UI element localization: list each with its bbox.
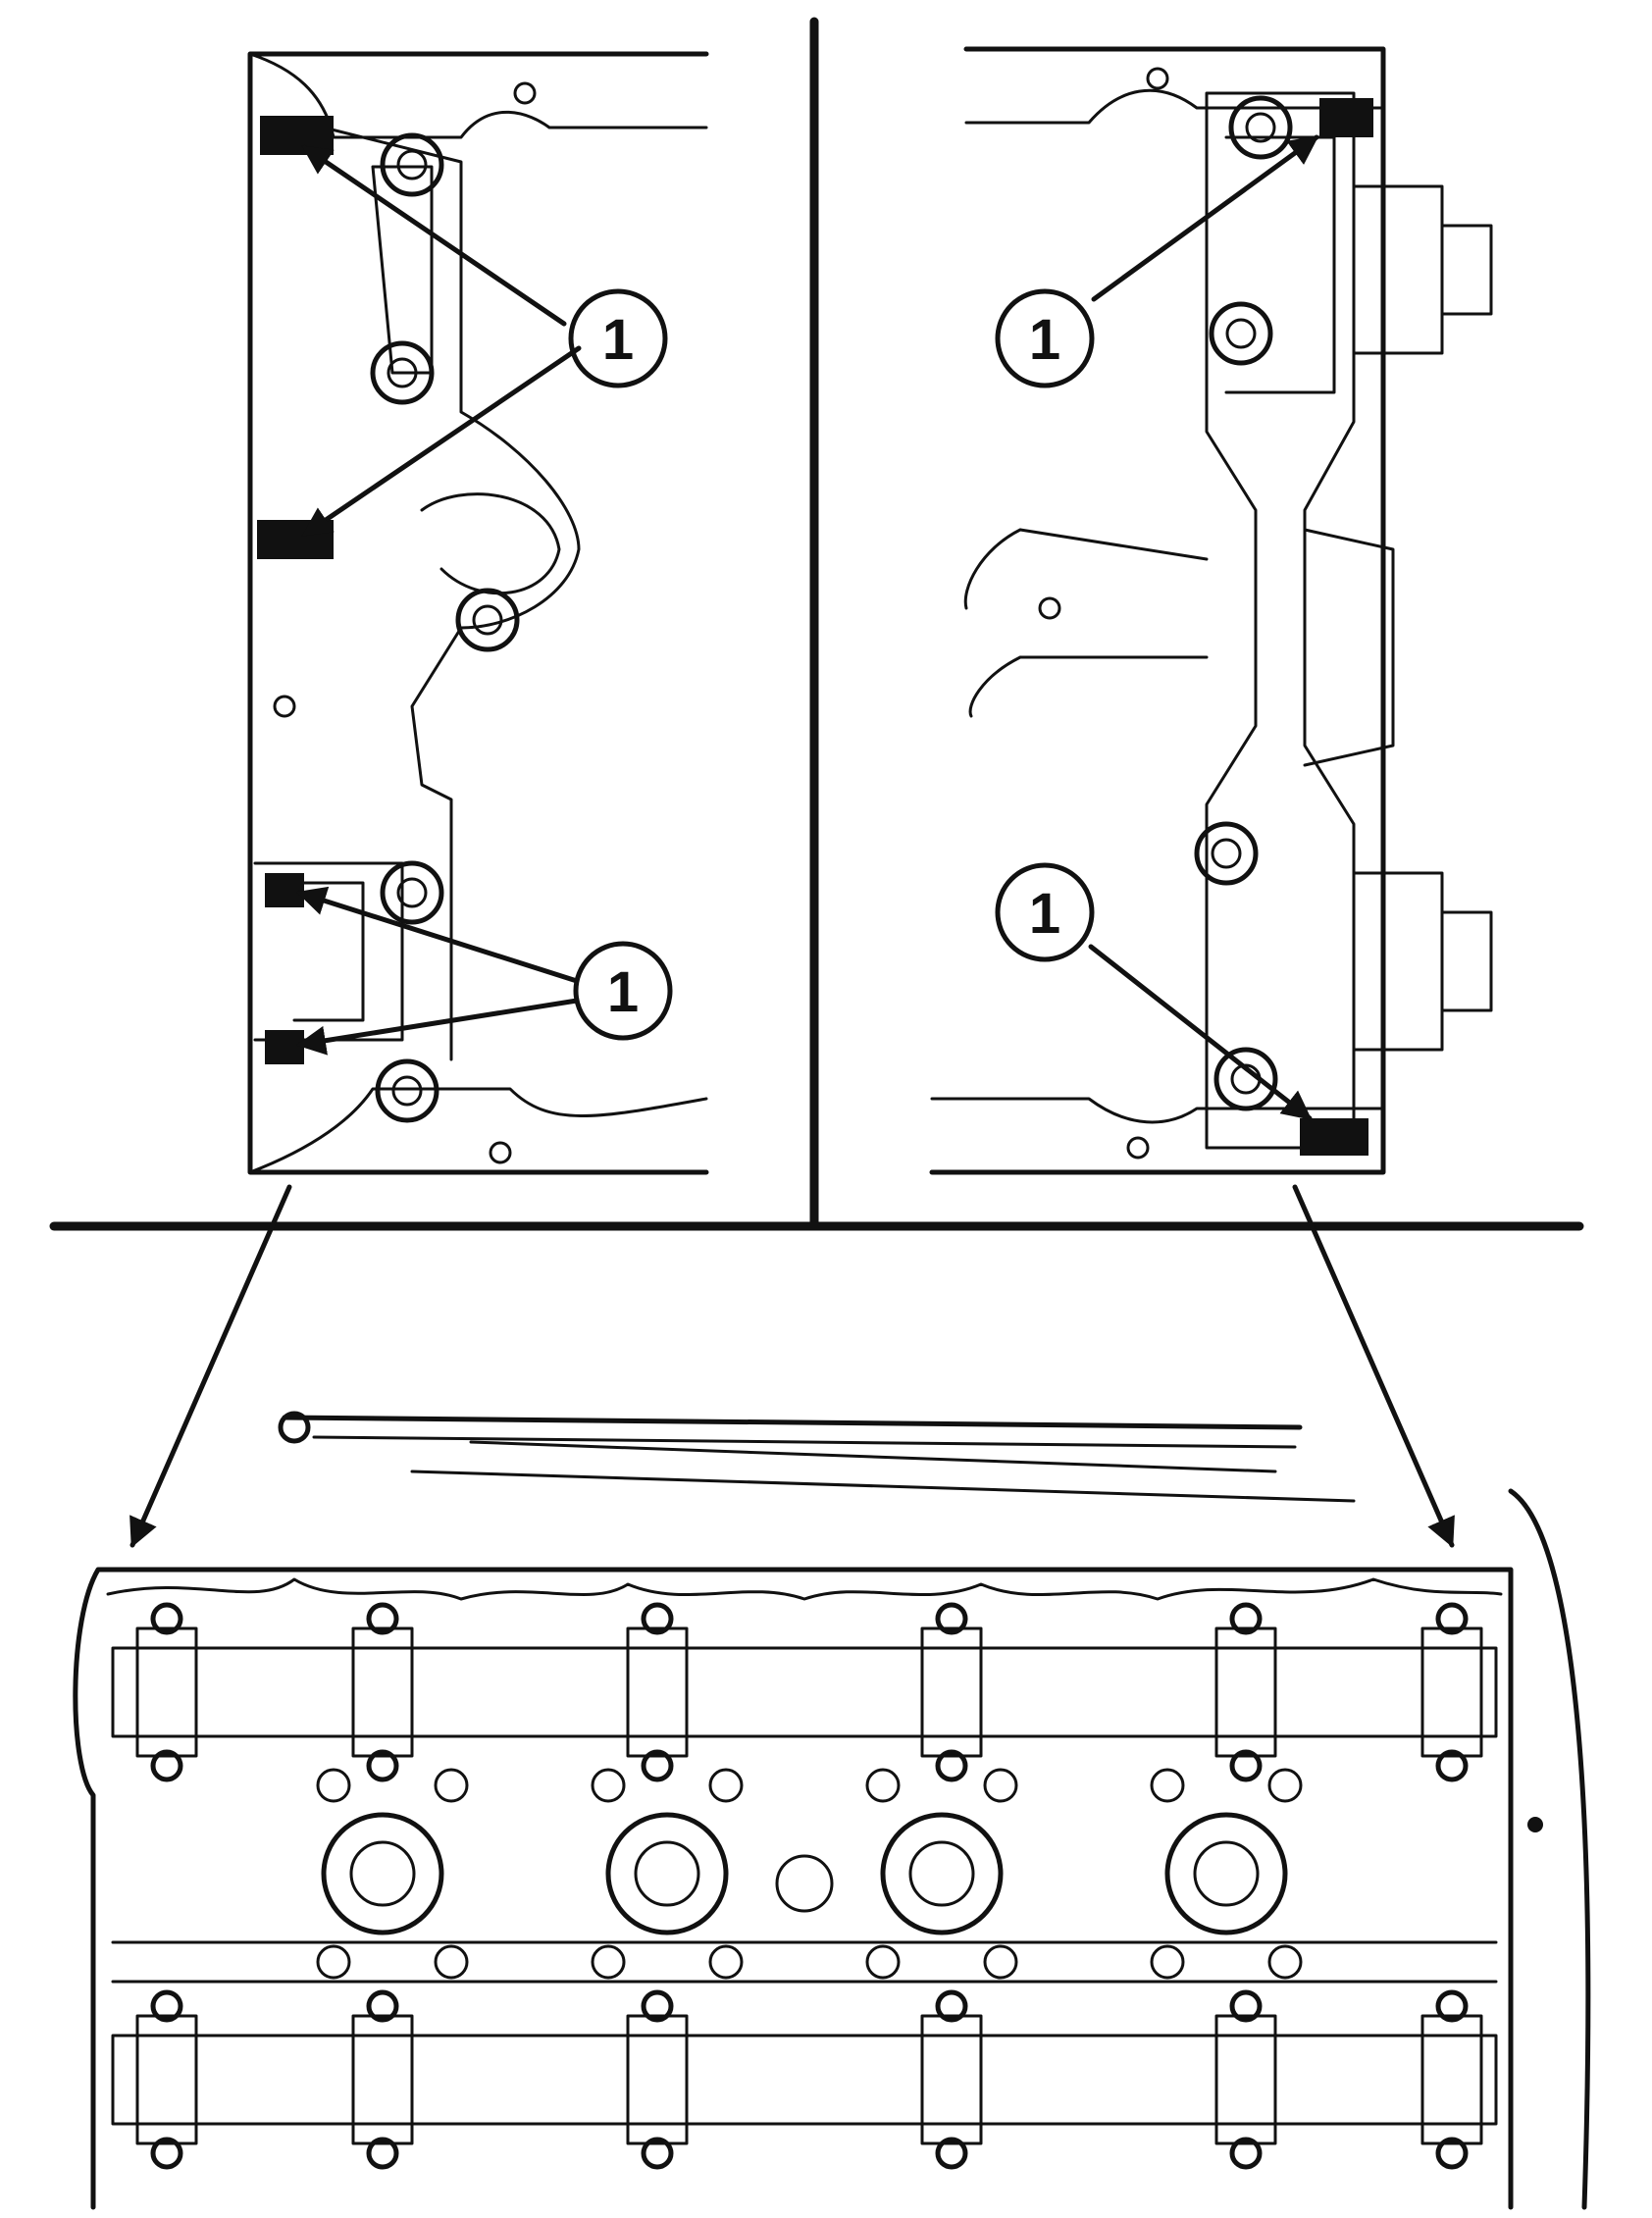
head-bolts <box>150 1602 1469 2170</box>
callout-label: 1 <box>607 960 639 1024</box>
bolt <box>380 860 444 925</box>
dowel-hole <box>1126 1136 1150 1160</box>
sealant-spot <box>260 116 334 155</box>
bolt <box>1194 821 1259 886</box>
sealant-spot <box>1300 1118 1368 1156</box>
bolt <box>396 877 428 908</box>
right-detail-view <box>929 46 1493 1175</box>
spark-plug-wells <box>321 1812 1288 1935</box>
dowel-hole <box>1038 596 1061 620</box>
valve-springs <box>316 1768 1303 1980</box>
cam-caps <box>135 1626 1483 2145</box>
callout-label: 1 <box>602 308 634 372</box>
sealant-spot <box>257 520 334 559</box>
bolt <box>1225 318 1257 349</box>
dowel-hole <box>513 81 537 105</box>
bolt <box>455 588 520 652</box>
callout-1-right-upper: 1 <box>995 288 1095 388</box>
leader-arrow <box>301 345 582 538</box>
bolt <box>375 1058 439 1123</box>
bolt <box>387 357 418 388</box>
cylinder-head-overview <box>73 1411 1591 2210</box>
callout-1-right-lower: 1 <box>995 862 1095 962</box>
bolt <box>391 1075 423 1107</box>
leader-arrow <box>296 998 580 1056</box>
bolt <box>396 149 428 181</box>
callout-label: 1 <box>1029 882 1060 946</box>
callout-label: 1 <box>1029 308 1060 372</box>
link-arrow-left <box>129 1184 292 1548</box>
left-detail-view <box>247 51 709 1175</box>
dowel-hole <box>489 1141 512 1164</box>
bolt <box>1245 112 1276 143</box>
sealant-spot <box>1319 98 1373 137</box>
bolt <box>380 132 444 197</box>
dowel-hole <box>1146 67 1169 90</box>
callout-1-left-upper: 1 <box>568 288 668 388</box>
leader-arrow <box>296 886 580 984</box>
callout-1-left-lower: 1 <box>573 941 673 1041</box>
bolt <box>1209 301 1273 366</box>
dowel-hole <box>273 695 296 718</box>
bolt <box>1211 838 1242 869</box>
bolt <box>1213 1047 1278 1111</box>
bolt <box>1228 95 1293 160</box>
leader-arrow <box>1088 944 1313 1121</box>
link-arrow-right <box>1292 1184 1455 1548</box>
leader-arrow <box>1091 134 1319 302</box>
leader-arrow <box>301 144 567 327</box>
sealant-spot <box>265 1030 304 1064</box>
bolt <box>370 340 435 405</box>
bolt <box>472 604 503 636</box>
sealant-spot <box>265 873 304 907</box>
